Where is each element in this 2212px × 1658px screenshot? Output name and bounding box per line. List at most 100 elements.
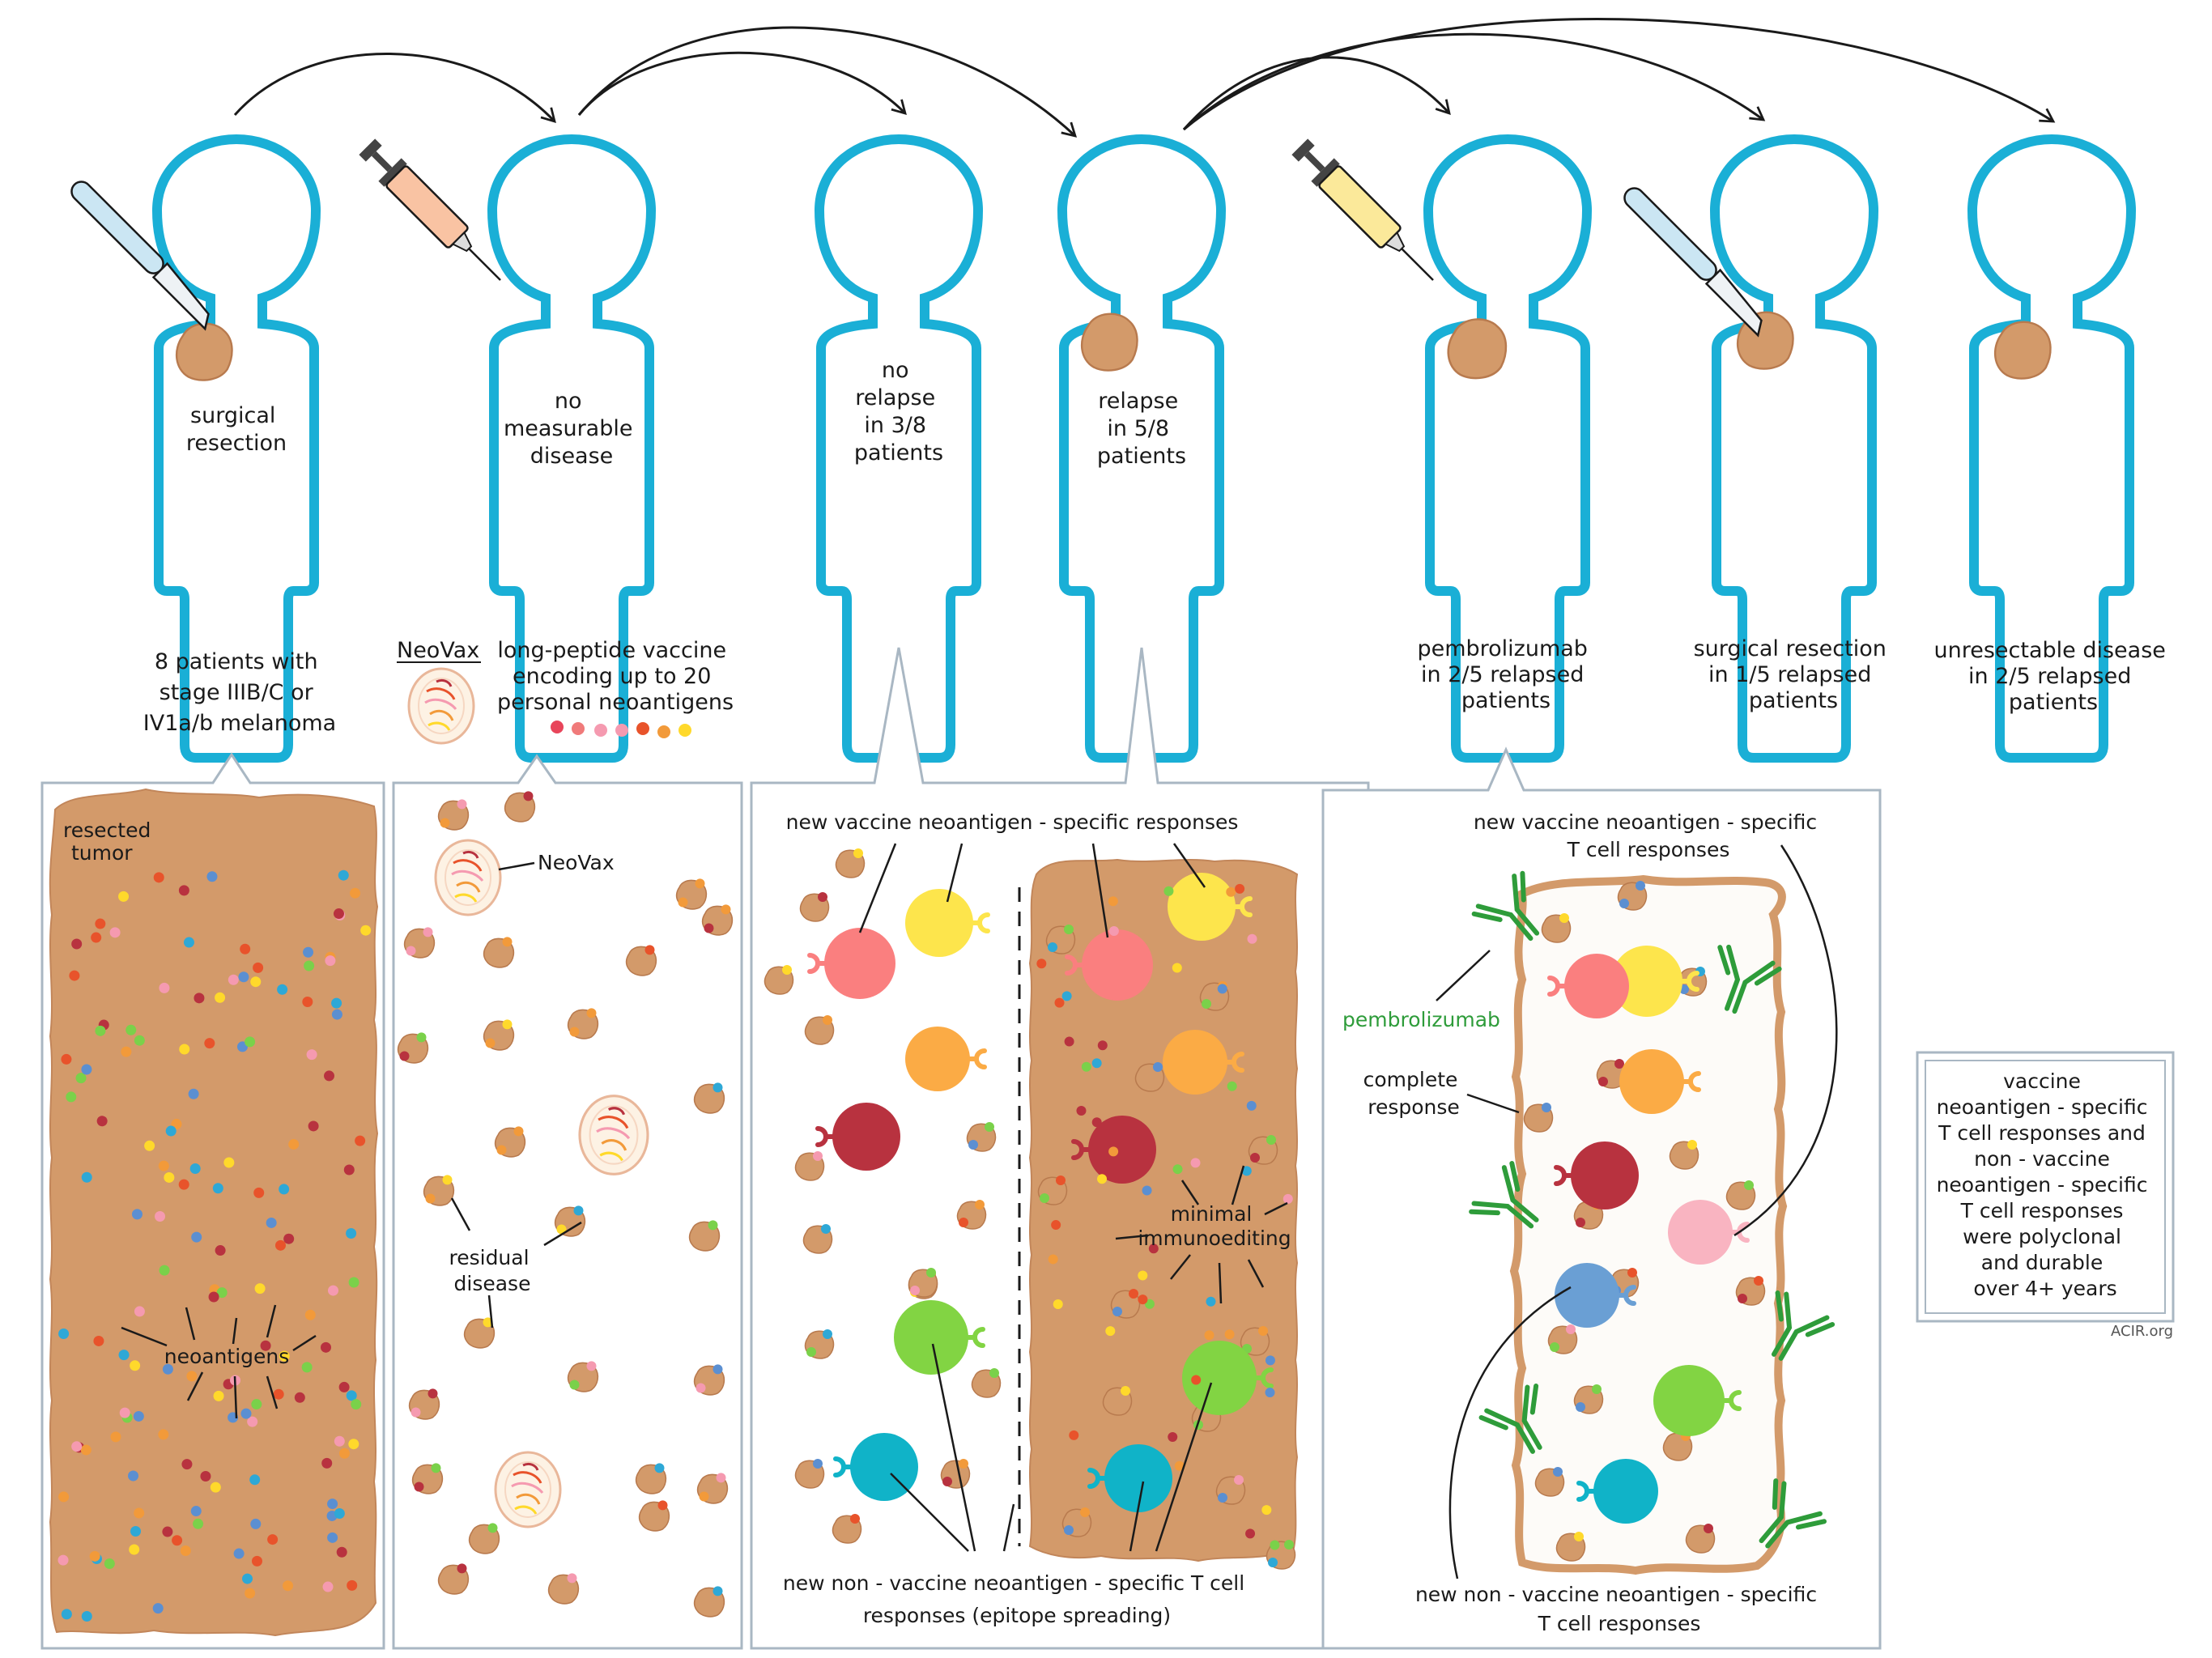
neoantigen-dot-icon bbox=[1191, 1375, 1202, 1385]
neoantigen-dot-icon bbox=[158, 1160, 169, 1171]
scalpel-icon bbox=[1623, 187, 1763, 338]
neoantigen-dot-icon bbox=[347, 1579, 358, 1591]
neoantigen-dot-icon bbox=[1226, 886, 1236, 897]
panel-neovax: NeoVax residual disease bbox=[397, 791, 734, 1618]
neoantigen-dot-icon bbox=[487, 1523, 498, 1533]
t-cell-icon bbox=[1653, 1365, 1725, 1436]
complete-pointer bbox=[1466, 1093, 1520, 1114]
t-cell-icon bbox=[894, 1300, 968, 1375]
t-cell-icon bbox=[1668, 1200, 1733, 1265]
neoantigen-dot-icon bbox=[61, 1609, 72, 1620]
arrow-4-5 bbox=[1182, 56, 1451, 130]
figure-surgical-resection: surgical resection bbox=[70, 139, 316, 758]
neoantigen-dot-icon bbox=[1636, 881, 1645, 891]
neoantigen-dot-icon bbox=[355, 1135, 366, 1146]
bottom-pointers bbox=[890, 1343, 1213, 1552]
neoantigen-dot-icon bbox=[782, 965, 792, 975]
neoantigen-dot-icon bbox=[975, 1200, 985, 1209]
neoantigen-dot-icon bbox=[125, 1024, 137, 1035]
tcr-receptor-icon bbox=[1682, 1071, 1701, 1092]
neoantigen-dot-icon bbox=[806, 1347, 816, 1357]
resected-tumor-label: resected tumor bbox=[63, 818, 157, 865]
neoantigen-dot-icon bbox=[193, 1518, 204, 1529]
neoantigen-dot-icon bbox=[1550, 1342, 1559, 1352]
neoantigen-dot-icon bbox=[586, 1361, 597, 1371]
neoantigen-dot-icon bbox=[350, 887, 361, 899]
neoantigen-dot-icon bbox=[695, 878, 705, 889]
neoantigen-dot-icon bbox=[128, 1470, 139, 1482]
neoantigen-dot-icon bbox=[336, 1546, 347, 1558]
neoantigen-dot-icon bbox=[431, 1463, 441, 1473]
neoantigen-dot-icon bbox=[1064, 1036, 1074, 1047]
neoantigen-dot-icon bbox=[1576, 1218, 1585, 1227]
neoantigen-dot-icon bbox=[320, 1341, 331, 1353]
neoantigen-dot-icon bbox=[240, 1408, 252, 1419]
neoantigen-dot-icon bbox=[155, 1210, 166, 1222]
nonvaccine-response-pointer bbox=[1448, 1286, 1572, 1579]
neoantigen-dot-icon bbox=[1174, 1460, 1185, 1471]
neoantigen-dot-icon bbox=[513, 1126, 524, 1137]
syringe-icon bbox=[359, 138, 501, 281]
tcr-receptor-icon bbox=[833, 1456, 853, 1477]
neoantigen-dot-icon bbox=[1163, 886, 1174, 896]
neoantigen-dot-icon bbox=[279, 1350, 290, 1362]
arrow-2-4 bbox=[577, 26, 1078, 138]
neoantigen-dot-icon bbox=[346, 1390, 357, 1401]
neoantigen-dot-icon bbox=[118, 1350, 130, 1361]
neoantigen-dot-icon bbox=[1204, 1330, 1214, 1341]
neoantigen-dot-icon bbox=[152, 1603, 164, 1614]
neoantigen-dot-icon bbox=[1108, 926, 1119, 937]
tcr-receptor-icon bbox=[1547, 976, 1567, 997]
neoantigen-dot-icon bbox=[61, 1053, 72, 1065]
vaccine-response-pointer bbox=[1733, 844, 1838, 1237]
neoantigen-dot-icon bbox=[331, 1009, 342, 1020]
neoantigen-dot-icon bbox=[279, 1184, 290, 1195]
neoantigen-dot-icon bbox=[1091, 1058, 1102, 1069]
neoantigen-dot-icon bbox=[57, 1554, 69, 1566]
t-cell-icon bbox=[1611, 946, 1682, 1017]
neoantigen-dot-icon bbox=[416, 1032, 427, 1043]
neoantigen-dot-icon bbox=[89, 1550, 100, 1562]
neoantigen-dot-icon bbox=[1048, 942, 1057, 952]
t-cell-icon bbox=[1593, 1459, 1658, 1524]
neoantigen-dot-icon bbox=[130, 1526, 142, 1537]
neoantigen-dot-icon bbox=[523, 791, 534, 801]
neoantigen-dot-icon bbox=[1112, 1307, 1122, 1316]
neoantigen-dot-icon bbox=[133, 1410, 144, 1422]
neoantigen-dot-icon bbox=[110, 1431, 121, 1443]
residual-tumor-cells bbox=[397, 791, 734, 1618]
neoantigen-dot-icon bbox=[277, 984, 288, 995]
neoantigen-dot-icon bbox=[410, 1407, 421, 1418]
tcr-receptor-icon bbox=[815, 1126, 835, 1147]
pembro-pointer bbox=[1436, 950, 1491, 1001]
t-cell-icon bbox=[1555, 1263, 1619, 1328]
neoantigen-dot-icon bbox=[294, 1392, 305, 1403]
neoantigen-dot-icon bbox=[228, 974, 239, 985]
neoantigen-dot-icon bbox=[1268, 1558, 1278, 1567]
neoantigen-dot-icon bbox=[1121, 1386, 1130, 1396]
neoantigen-dot-icon bbox=[283, 1580, 294, 1592]
tumor-mass bbox=[49, 788, 379, 1637]
t-cell-icon bbox=[1168, 873, 1236, 941]
neoantigen-dot-icon bbox=[654, 1463, 665, 1473]
neoantigen-dot-icon bbox=[1081, 1061, 1091, 1072]
neoantigen-dot-icon bbox=[178, 1179, 189, 1190]
neoantigen-dot-icon bbox=[926, 1268, 936, 1278]
neoantigen-dot-icon bbox=[308, 1120, 319, 1132]
neoantigen-dot-icon bbox=[813, 1151, 823, 1161]
neoantigen-dot-icon bbox=[414, 1482, 424, 1492]
neoantigen-dot-icon bbox=[1054, 997, 1065, 1008]
neoantigen-dot-icon bbox=[1553, 1467, 1563, 1477]
t-cell-icon bbox=[1082, 929, 1153, 1001]
neoantigen-dot-icon bbox=[334, 1508, 345, 1520]
neoantigen-dot-icon bbox=[821, 1224, 831, 1234]
neoantigen-dot-icon bbox=[1738, 1294, 1747, 1303]
neoantigen-dot-icon bbox=[215, 992, 226, 1003]
neoantigen-dot-icon bbox=[1048, 1254, 1058, 1265]
tumor-cells-and-tcells bbox=[1523, 881, 1766, 1562]
neoantigen-dot-icon bbox=[1108, 896, 1118, 907]
neovax-vaccine-icon bbox=[434, 839, 502, 916]
neoantigen-dot-icon bbox=[346, 1228, 357, 1239]
tcr-receptor-icon bbox=[1065, 954, 1084, 976]
neoantigen-dot-icon bbox=[162, 1526, 173, 1537]
